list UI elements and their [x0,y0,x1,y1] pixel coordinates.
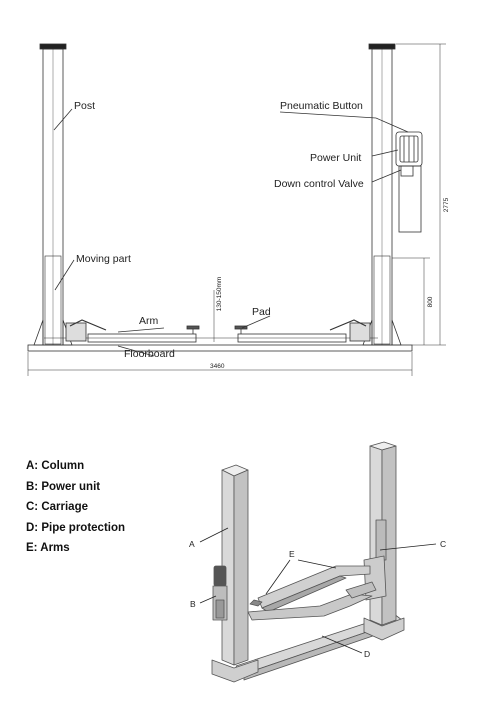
height-dimension: 2775 [443,197,450,212]
right-post [362,43,402,346]
pad-label: Pad [252,306,271,318]
legend-item-carriage: C: Carriage [26,501,88,514]
pad-height-dimension: 130-150mm [216,277,223,312]
arms-drawing [247,565,377,621]
callout-c: C [440,539,446,549]
power-unit-3d-drawing [212,565,228,621]
pneumatic-button-label: Pneumatic Button [280,100,363,112]
left-post [33,43,73,346]
left-column-drawing [211,464,259,683]
left-arm-drawing [65,319,200,343]
carriage-drawing [363,555,387,601]
legend-item-pipe-protection: D: Pipe protection [26,521,126,534]
callout-d: D [364,649,370,659]
floorboard-label: Floorboard [124,348,175,360]
moving-part-height-dimension: 800 [427,296,434,307]
down-control-valve-label: Down control Valve [274,178,364,190]
callout-a: A [189,539,195,549]
legend-item-arms: E: Arms [26,542,70,555]
power-unit-label: Power Unit [310,152,361,164]
base-plate [27,344,413,352]
right-arm-drawing [234,319,371,343]
lift-front-view-diagram: Post Moving part Arm Floorboard Pad Pneu… [27,43,450,376]
power-unit-drawing [395,131,423,233]
width-dimension: 3460 [210,363,225,370]
legend-item-column: A: Column [26,460,85,472]
post-label: Post [74,100,95,112]
callout-b: B [190,599,196,609]
component-legend: A: Column B: Power unit C: Carriage D: P… [26,456,125,559]
moving-part-label: Moving part [76,253,131,265]
right-column-drawing [363,441,405,641]
pipe-protection-drawing [235,613,403,675]
callout-e: E [289,549,295,559]
arm-label: Arm [139,315,159,327]
legend-item-power-unit: B: Power unit [26,480,101,493]
